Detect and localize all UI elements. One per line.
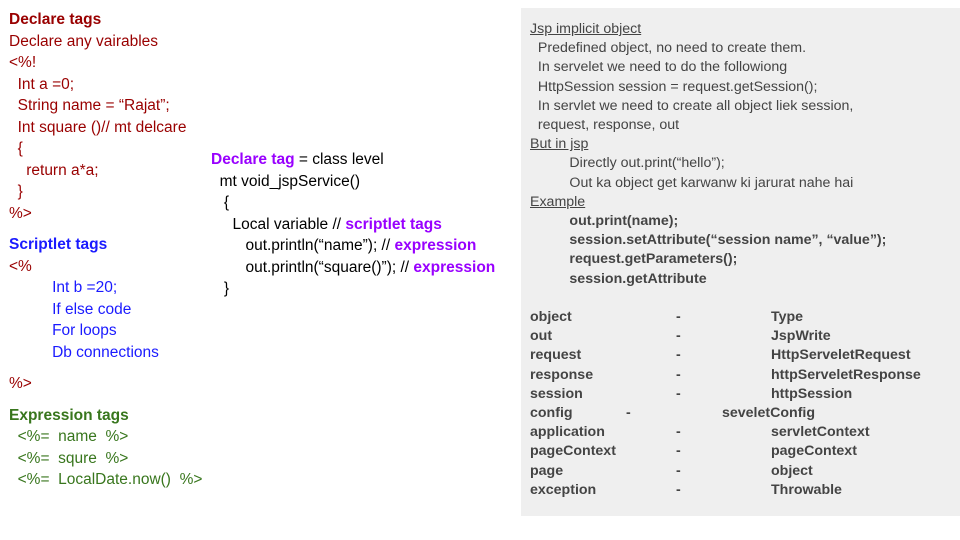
example-line: out.print(name); <box>530 213 679 230</box>
local-variable-text: Local variable // <box>211 215 346 233</box>
left-column: Declare tags Declare any vairables <%! I… <box>9 9 202 491</box>
intro-line: Predefined object, no need to create the… <box>530 40 807 57</box>
declare-tags-heading: Declare tags <box>9 11 102 28</box>
panel-notes: Jsp implicit object Predefined object, n… <box>530 20 886 289</box>
scriptlet-line: Db connections <box>9 343 159 361</box>
scriptlet-line: If else code <box>9 300 132 318</box>
scriptlet-line: For loops <box>9 322 117 339</box>
jsp-line: Directly out.print(“hello”); <box>530 155 725 172</box>
println-square-line: out.println(“square()”); // expression <box>211 257 495 279</box>
example-line: request.getParameters(); <box>530 251 738 268</box>
println-square-text: out.println(“square()”); // <box>211 258 414 276</box>
example-heading: Example <box>530 193 586 210</box>
declare-line: } <box>9 183 23 200</box>
declare-line: <%! <box>9 54 37 71</box>
example-line: session.setAttribute(“session name”, “va… <box>530 232 887 249</box>
println-name-line: out.println(“name”); // expression <box>211 235 495 257</box>
declare-tag-label: Declare tag <box>211 151 295 168</box>
declare-line: return a*a; <box>9 161 99 179</box>
declare-line: String name = “Rajat”; <box>9 97 170 114</box>
declare-line: Int square ()// mt delcare <box>9 118 187 136</box>
expression-line: <%= squre %> <box>9 449 129 467</box>
scriptlet-line: Int b =20; <box>9 279 118 296</box>
intro-line: request, response, out <box>530 117 680 134</box>
method-line: mt void_jspService() <box>211 172 361 190</box>
intro-line: HttpSession session = request.getSession… <box>530 78 818 95</box>
middle-column: Declare tag = class level mt void_jspSer… <box>211 149 495 300</box>
expression-tags-heading: Expression tags <box>9 406 129 424</box>
expression-line: <%= LocalDate.now() %> <box>9 471 203 488</box>
intro-line: In servlet we need to create all object … <box>530 97 854 114</box>
scriptlet-tags-label: scriptlet tags <box>345 215 442 233</box>
brace-close: } <box>211 280 230 297</box>
declare-line: Declare any vairables <box>9 32 159 50</box>
scriptlet-tags-heading: Scriptlet tags <box>9 236 108 253</box>
scriptlet-close: %> <box>9 375 32 392</box>
but-in-jsp-heading: But in jsp <box>530 136 589 153</box>
brace-open: { <box>211 194 230 211</box>
panel-title: Jsp implicit object <box>530 21 642 37</box>
intro-line: In servelet we need to do the followiong <box>530 59 788 76</box>
jsp-line: Out ka object get karwanw ki jarurat nah… <box>530 174 854 191</box>
implicit-objects-panel: Jsp implicit object Predefined object, n… <box>521 8 960 516</box>
expression-label: expression <box>413 258 496 276</box>
declare-line: { <box>9 140 23 157</box>
scriptlet-open: <% <box>9 257 32 275</box>
declare-line: %> <box>9 204 32 222</box>
declare-tag-line: Declare tag = class level <box>211 149 495 171</box>
println-name-text: out.println(“name”); // <box>211 237 395 254</box>
declare-line: Int a =0; <box>9 75 75 93</box>
class-level-text: = class level <box>294 151 384 168</box>
example-line: session.getAttribute <box>530 270 707 287</box>
expression-label: expression <box>394 237 477 254</box>
expression-line: <%= name %> <box>9 428 129 445</box>
local-variable-line: Local variable // scriptlet tags <box>211 214 495 236</box>
